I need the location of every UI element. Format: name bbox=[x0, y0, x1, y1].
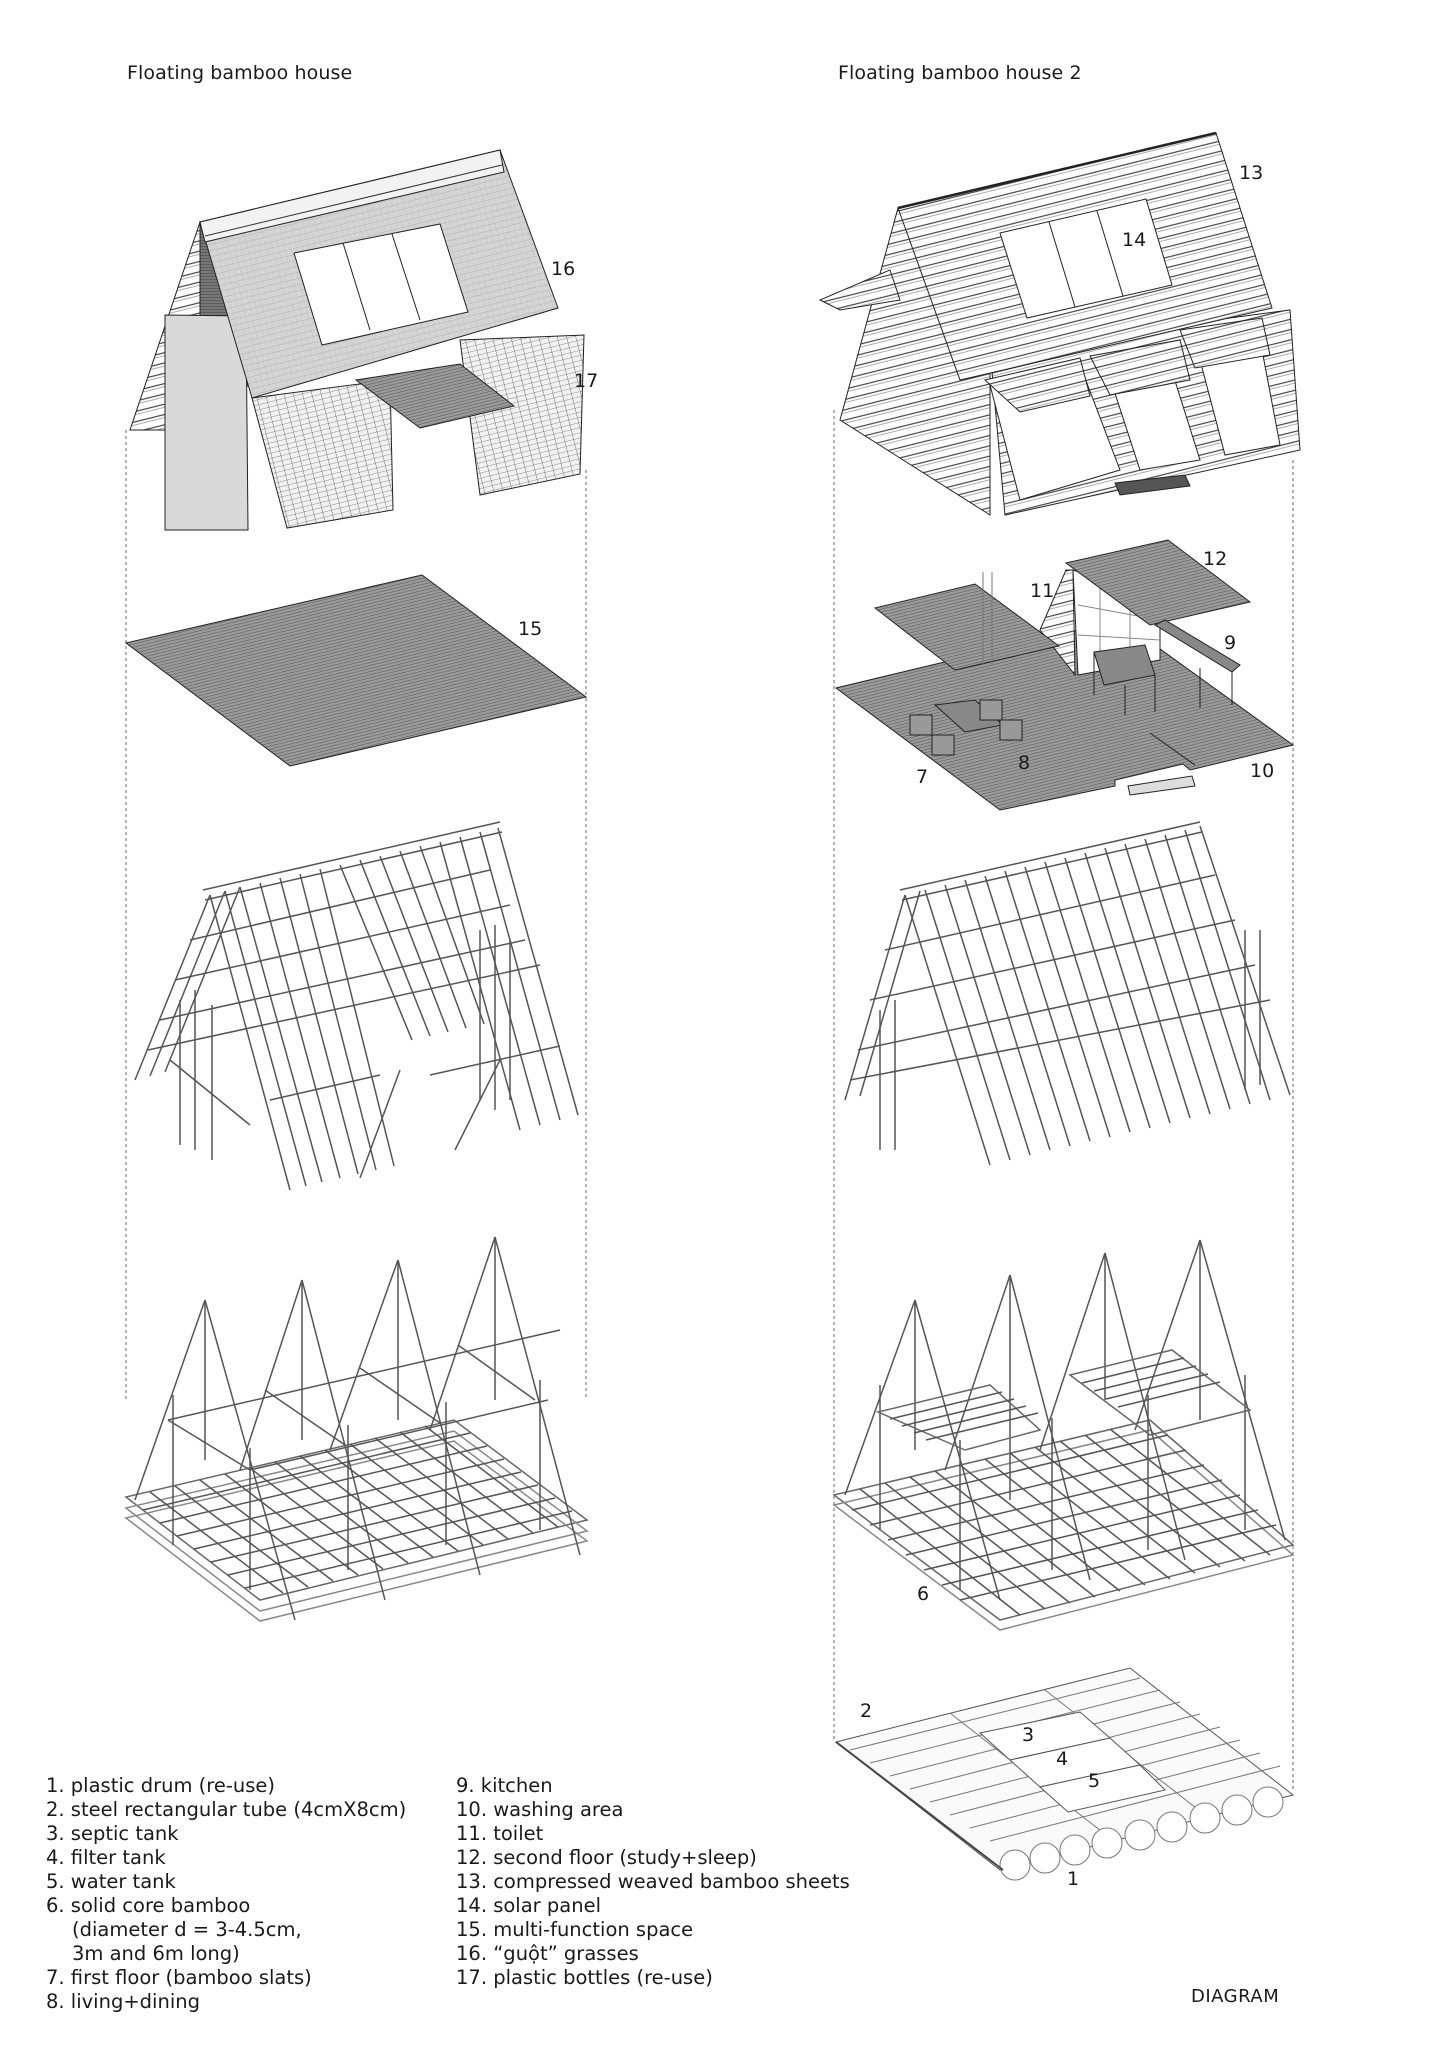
callout-13: 13 bbox=[1239, 162, 1264, 184]
callout-15: 15 bbox=[518, 618, 543, 640]
right-base-frame bbox=[832, 1239, 1295, 1631]
callout-9: 9 bbox=[1224, 632, 1237, 654]
callout-5: 5 bbox=[1088, 1770, 1101, 1792]
legend-item-8: 8. living+dining bbox=[46, 1990, 200, 2013]
legend-item-12: 12. second floor (study+sleep) bbox=[456, 1846, 757, 1869]
legend-item-16: 16. “guột” grasses bbox=[456, 1942, 639, 1965]
projection-guides bbox=[125, 410, 1294, 1790]
legend-column-1: 1. plastic drum (re-use) 2. steel rectan… bbox=[46, 1774, 406, 2014]
legend-column-2: 9. kitchen 10. washing area 11. toilet 1… bbox=[456, 1774, 850, 1990]
legend-item-14: 14. solar panel bbox=[456, 1894, 601, 1917]
diagram-footer-label: DIAGRAM bbox=[1191, 1986, 1280, 2007]
legend-item-17: 17. plastic bottles (re-use) bbox=[456, 1966, 713, 1989]
right-roof-frame bbox=[844, 821, 1291, 1166]
callout-11: 11 bbox=[1030, 580, 1055, 602]
callout-17: 17 bbox=[574, 370, 599, 392]
callout-7: 7 bbox=[916, 766, 929, 788]
legend-item-1: 1. plastic drum (re-use) bbox=[46, 1774, 275, 1797]
right-roof-assembly bbox=[818, 131, 1301, 516]
callout-14: 14 bbox=[1122, 229, 1147, 251]
left-roof-assembly bbox=[129, 149, 585, 531]
legend-item-5: 5. water tank bbox=[46, 1870, 176, 1893]
left-roof-frame bbox=[134, 821, 579, 1191]
legend-item-11: 11. toilet bbox=[456, 1822, 544, 1845]
right-diagram-title: Floating bamboo house 2 bbox=[838, 62, 1082, 84]
legend-item-15: 15. multi-function space bbox=[456, 1918, 694, 1941]
left-diagram-title: Floating bamboo house bbox=[127, 62, 353, 84]
right-interior-assembly bbox=[834, 539, 1295, 811]
callout-6: 6 bbox=[917, 1583, 930, 1605]
legend-item-6-detail-2: 3m and 6m long) bbox=[72, 1942, 240, 1965]
left-floor-plate bbox=[124, 574, 588, 767]
callout-12: 12 bbox=[1203, 548, 1228, 570]
left-base-frame bbox=[124, 1236, 589, 1622]
legend-item-4: 4. filter tank bbox=[46, 1846, 166, 1869]
legend-item-9: 9. kitchen bbox=[456, 1774, 553, 1797]
legend-item-2: 2. steel rectangular tube (4cmX8cm) bbox=[46, 1798, 407, 1821]
right-floating-base bbox=[834, 1667, 1295, 1881]
callout-8: 8 bbox=[1018, 752, 1031, 774]
callout-2: 2 bbox=[860, 1700, 873, 1722]
callout-3: 3 bbox=[1022, 1724, 1035, 1746]
legend-item-10: 10. washing area bbox=[456, 1798, 624, 1821]
callout-10: 10 bbox=[1250, 760, 1275, 782]
callout-1: 1 bbox=[1067, 1868, 1080, 1890]
legend-item-3: 3. septic tank bbox=[46, 1822, 179, 1845]
legend-item-7: 7. first floor (bamboo slats) bbox=[46, 1966, 312, 1989]
callout-4: 4 bbox=[1056, 1748, 1069, 1770]
legend-item-6: 6. solid core bamboo bbox=[46, 1894, 251, 1917]
legend-item-6-detail-1: (diameter d = 3-4.5cm, bbox=[72, 1918, 302, 1941]
legend-item-13: 13. compressed weaved bamboo sheets bbox=[456, 1870, 850, 1893]
callout-16: 16 bbox=[551, 258, 576, 280]
